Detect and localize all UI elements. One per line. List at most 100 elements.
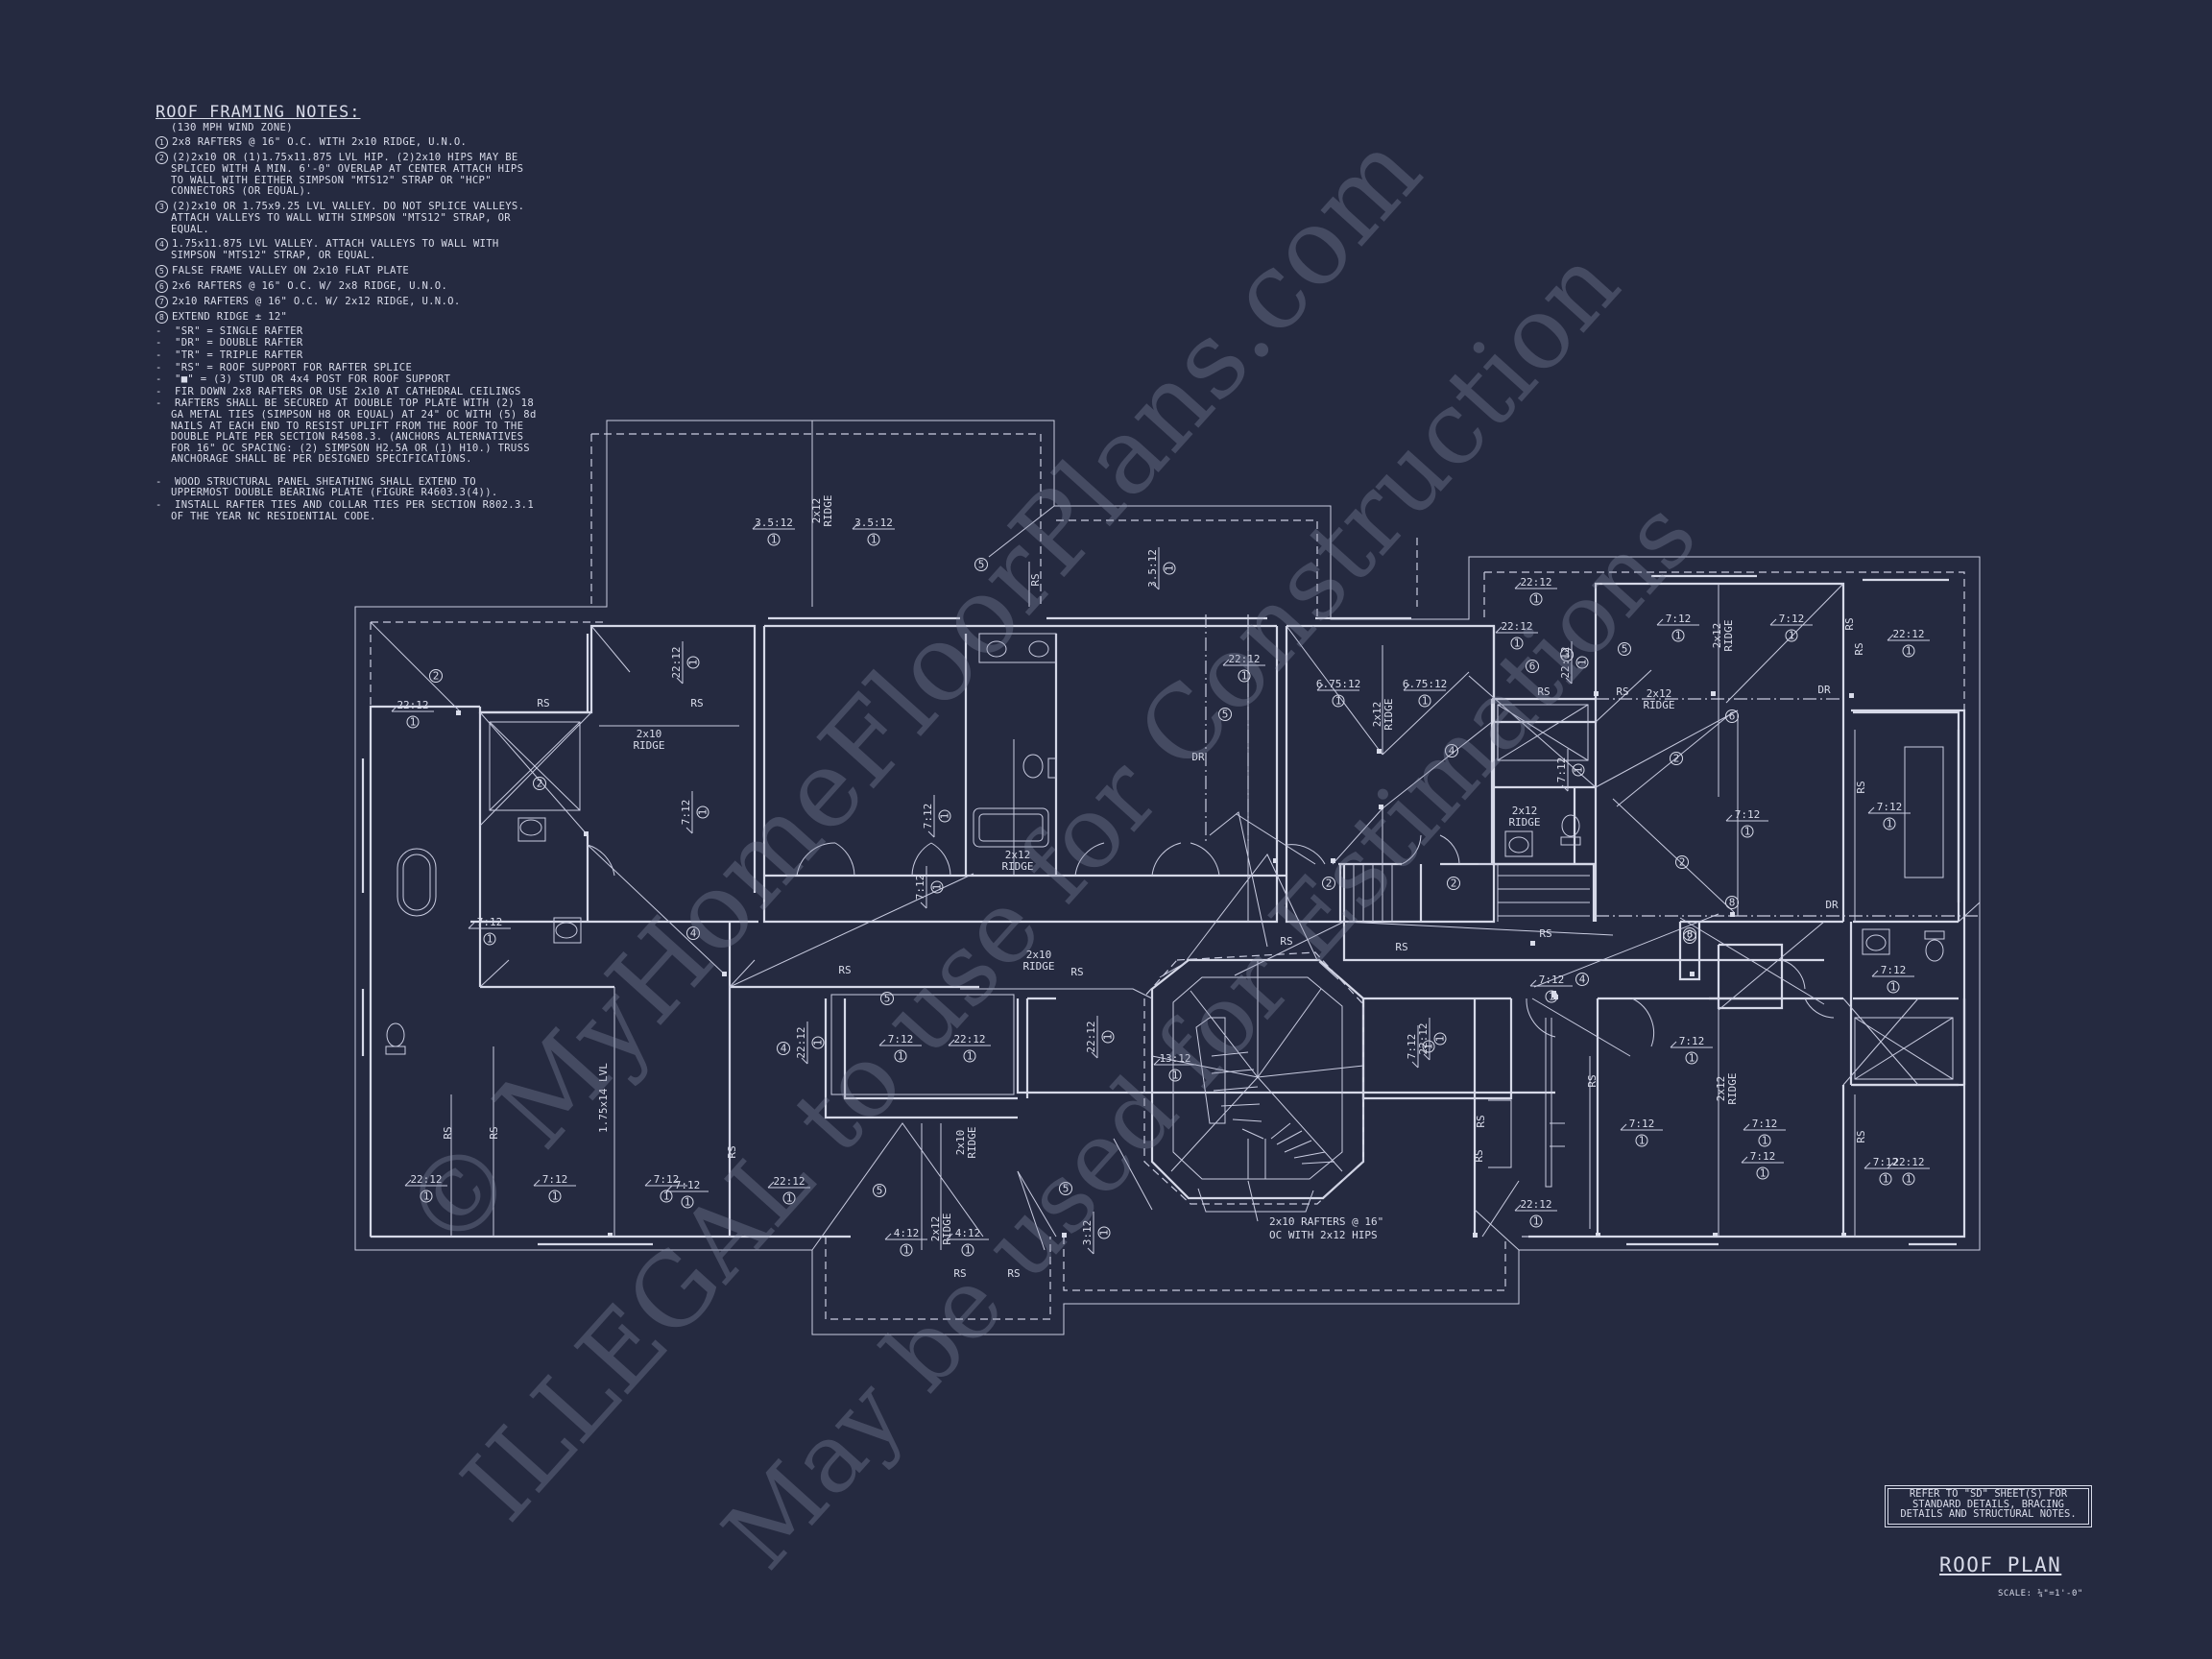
note-text: (2)2x10 OR 1.75x9.25 LVL VALLEY. DO NOT … bbox=[171, 200, 525, 235]
lvl-beam-label: 1.75x14 LVL bbox=[597, 1063, 610, 1133]
pitch-label: 22:121 bbox=[1495, 620, 1538, 650]
pitch-label: 3.5:121 bbox=[852, 517, 895, 546]
callout-circle-ring bbox=[777, 1042, 790, 1055]
pitch-arrow bbox=[1153, 1058, 1196, 1066]
pitch-value: 22:12 bbox=[795, 1026, 807, 1058]
pitch-rafter-circle bbox=[1545, 990, 1558, 1003]
note-bullet: - RAFTERS SHALL BE SECURED AT DOUBLE TOP… bbox=[156, 397, 537, 466]
callout-circle-ring bbox=[873, 1184, 886, 1197]
pitch-rafter-number: 1 bbox=[1533, 1215, 1540, 1228]
pitch-label: 7:121 bbox=[1863, 1156, 1907, 1186]
callout-circle-ring bbox=[1683, 930, 1696, 944]
pitch-value: 22:12 bbox=[1520, 576, 1551, 589]
callout-circle-number: 3 bbox=[1564, 649, 1571, 661]
reference-note-line: REFER TO "SD" SHEET(S) FOR bbox=[1909, 1488, 2068, 1500]
pitch-arrow bbox=[1091, 1016, 1098, 1059]
pitch-label: 7:121 bbox=[878, 1033, 922, 1063]
rs-label: RS bbox=[838, 964, 851, 976]
pitch-rafter-circle bbox=[1883, 817, 1896, 830]
note-number: 5 bbox=[156, 264, 168, 277]
callout-circle: 2 bbox=[1670, 752, 1683, 765]
note-bullet-text: "TR" = TRIPLE RAFTER bbox=[175, 349, 303, 361]
pitch-value: 4:12 bbox=[955, 1227, 981, 1239]
pitch-label: 22:121 bbox=[1887, 1156, 1930, 1186]
ridge-word: RIDGE bbox=[1382, 698, 1395, 730]
pitch-rafter-number: 1 bbox=[1102, 1034, 1115, 1041]
rs-label: RS bbox=[726, 1145, 738, 1158]
note-bullet-text: "■" = (3) STUD OR 4x4 POST FOR ROOF SUPP… bbox=[175, 373, 451, 386]
pitch-arrow bbox=[1656, 618, 1699, 626]
callout-circle-number: 5 bbox=[884, 993, 891, 1005]
pitch-value: 7:12 bbox=[1881, 964, 1907, 976]
pitch-rafter-number: 1 bbox=[967, 1050, 974, 1063]
callout-circle-ring bbox=[1322, 877, 1335, 890]
pitch-rafter-number: 1 bbox=[1514, 637, 1521, 650]
pitch-rafter-number: 1 bbox=[1675, 630, 1682, 642]
pitch-rafter-number: 1 bbox=[1423, 1044, 1435, 1050]
pitch-rafter-circle bbox=[938, 809, 951, 823]
callout-circle: 2 bbox=[1447, 877, 1460, 890]
pitch-arrow bbox=[801, 1022, 808, 1065]
ridge-word: RIDGE bbox=[966, 1126, 978, 1158]
callout-circle: 4 bbox=[777, 1042, 790, 1055]
pitch-arrow bbox=[927, 795, 935, 838]
pitch-arrow bbox=[1887, 634, 1930, 641]
pitch-rafter-number: 1 bbox=[871, 534, 878, 546]
callout-circle-ring bbox=[1447, 877, 1460, 890]
pitch-rafter-circle bbox=[406, 715, 420, 729]
callout-circle: 2 bbox=[1683, 930, 1696, 944]
callout-circle: 8 bbox=[1725, 896, 1739, 909]
callout-circle-ring bbox=[1675, 855, 1689, 869]
pitch-arrow bbox=[685, 791, 693, 834]
pitch-rafter-circle bbox=[686, 656, 700, 669]
pitch-rafter-circle bbox=[420, 1190, 433, 1203]
callout-circle-number: 2 bbox=[537, 778, 543, 790]
pitch-arrow bbox=[1403, 684, 1446, 691]
callout-circle-number: 4 bbox=[690, 927, 697, 940]
callout-circle-number: 4 bbox=[781, 1043, 787, 1055]
pitch-value: 7:12 bbox=[1750, 1150, 1776, 1163]
pitch-label: 7:12 1 bbox=[665, 1179, 709, 1209]
dr-label: DR bbox=[1817, 684, 1831, 696]
rs-label: RS bbox=[953, 1267, 966, 1280]
note-item: 2(2)2x10 OR (1)1.75x11.875 LVL HIP. (2)2… bbox=[156, 152, 540, 198]
ridge-size: 2x12 bbox=[1715, 1076, 1727, 1102]
pitch-label: 7:121 bbox=[1769, 613, 1813, 642]
pitch-rafter-number: 1 bbox=[697, 809, 709, 816]
pitch-arrow bbox=[1152, 547, 1160, 590]
note-bullet: - FIR DOWN 2x8 RAFTERS OR USE 2x10 AT CA… bbox=[156, 385, 521, 397]
pitch-value: 22:12 bbox=[670, 646, 683, 678]
pitch-rafter-number: 1 bbox=[552, 1190, 559, 1203]
dr-label: DR bbox=[1825, 899, 1839, 911]
note-text: FALSE FRAME VALLEY ON 2x10 FLAT PLATE bbox=[172, 264, 410, 276]
pitch-arrow bbox=[1514, 1204, 1557, 1212]
pitch-rafter-circle bbox=[1238, 669, 1251, 683]
pitch-arrow bbox=[1514, 582, 1557, 589]
callout-circle: 4 bbox=[686, 926, 700, 940]
pitch-arrow bbox=[767, 1181, 810, 1189]
pitch-value: 7:12 bbox=[675, 1179, 701, 1191]
fixtures bbox=[385, 633, 1954, 1188]
ridge-word: RIDGE bbox=[1643, 699, 1674, 711]
note-text: 2x10 RAFTERS @ 16" O.C. W/ 2x12 RIDGE, U… bbox=[172, 295, 461, 307]
note-number: 2 bbox=[156, 152, 168, 165]
pitch-rafter-circle bbox=[961, 1243, 974, 1257]
callout-circle: 5 bbox=[880, 992, 894, 1005]
pitch-rafter-number: 1 bbox=[410, 716, 417, 729]
ridge-size: 2x10 bbox=[1026, 949, 1052, 961]
hip-valley-lines bbox=[370, 505, 1981, 1251]
callout-circle-number: 8 bbox=[1687, 928, 1694, 941]
rs-label: RS bbox=[1586, 1074, 1599, 1087]
pitch-rafter-number: 1 bbox=[685, 1196, 691, 1209]
pitch-rafter-number: 1 bbox=[1422, 695, 1429, 708]
